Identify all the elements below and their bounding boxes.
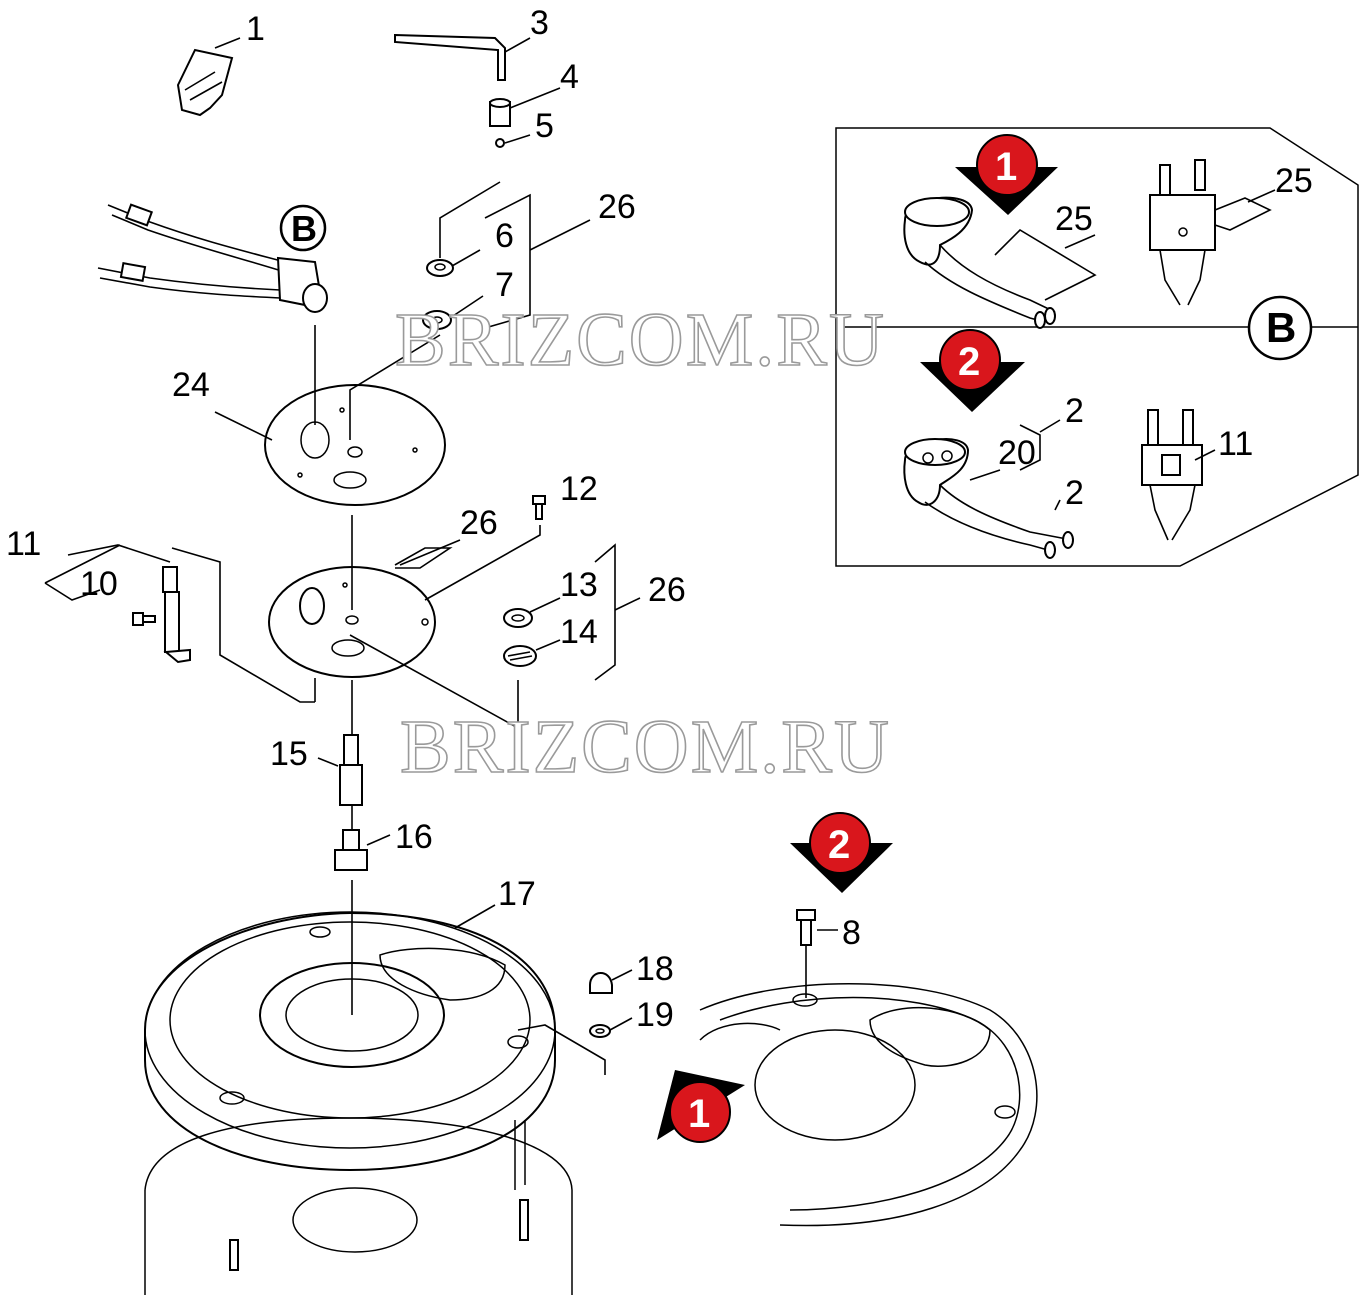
callout-26c: 26 xyxy=(648,571,686,609)
leader-lines xyxy=(44,37,1276,1075)
callout-17: 17 xyxy=(498,875,536,913)
callout-16: 16 xyxy=(395,818,433,856)
callout-15: 15 xyxy=(270,735,308,773)
callout-26b: 26 xyxy=(460,504,498,542)
inset-electrode-variant-2 xyxy=(1141,409,1203,541)
part-7-washer xyxy=(422,310,452,330)
callout-1: 1 xyxy=(246,10,265,48)
callout-12: 12 xyxy=(560,470,598,508)
svg-text:1: 1 xyxy=(688,1092,710,1136)
variant-badge-1-top: 1 xyxy=(955,134,1058,215)
callout-20: 20 xyxy=(998,434,1036,472)
variant-badge-2-bottom: 2 xyxy=(790,812,893,893)
detail-ref-b-left: B xyxy=(279,204,327,252)
callout-4: 4 xyxy=(560,58,579,96)
callout-2-lower: 2 xyxy=(1065,474,1084,512)
part-12-screw xyxy=(532,495,546,520)
svg-text:1: 1 xyxy=(995,145,1017,189)
watermark-lower: BRIZCOM.RU xyxy=(400,705,891,789)
part-17-burner-ring xyxy=(144,911,556,1172)
detail-ref-b-inset: B xyxy=(1247,295,1313,361)
part-26-mounting-plate xyxy=(268,566,436,678)
callout-11-inset: 11 xyxy=(1218,425,1253,463)
part-13-lock-washer xyxy=(503,608,533,628)
callout-26a: 26 xyxy=(598,188,636,226)
callout-13: 13 xyxy=(560,566,598,604)
callout-25-left: 25 xyxy=(1055,200,1093,238)
callout-10: 10 xyxy=(80,565,118,603)
callout-5: 5 xyxy=(535,107,554,145)
callout-14: 14 xyxy=(560,613,598,651)
part-16-fitting xyxy=(334,829,368,871)
part-19-washer xyxy=(589,1024,611,1038)
part-8-bolt xyxy=(796,909,816,946)
inset-electrode-variant-1 xyxy=(1149,159,1216,306)
callout-19: 19 xyxy=(636,996,674,1034)
callout-6: 6 xyxy=(495,217,514,255)
svg-text:2: 2 xyxy=(828,823,850,867)
callout-labels: 1 3 4 5 6 7 26 24 12 26 13 14 26 11 10 1… xyxy=(6,4,1313,1034)
inset-cable-boot-variant-1 xyxy=(903,196,1056,329)
tank-body xyxy=(144,1117,573,1295)
svg-text:B: B xyxy=(1266,304,1296,351)
svg-text:B: B xyxy=(291,208,317,249)
part-6-nut xyxy=(426,259,454,277)
callout-18: 18 xyxy=(636,950,674,988)
callout-3: 3 xyxy=(530,4,549,42)
callout-2-upper: 2 xyxy=(1065,392,1084,430)
callout-7: 7 xyxy=(495,266,514,304)
callout-11: 11 xyxy=(6,525,41,563)
variant-badge-1-bottom: 1 xyxy=(657,1070,745,1143)
callout-8: 8 xyxy=(842,914,861,952)
part-3-hex-key xyxy=(394,33,506,81)
part-11-electrode xyxy=(162,566,191,664)
callout-24: 24 xyxy=(172,366,210,404)
part-14-window xyxy=(503,645,537,667)
part-24-plate xyxy=(264,384,446,506)
svg-text:2: 2 xyxy=(958,340,980,384)
part-10-screw xyxy=(132,612,156,626)
part-18-cap-nut xyxy=(589,972,613,994)
callout-25-right: 25 xyxy=(1275,162,1313,200)
part-1-clip xyxy=(176,48,234,117)
ignition-cable-assembly xyxy=(97,203,328,313)
watermark-upper: BRIZCOM.RU xyxy=(395,298,886,382)
alternate-burner-ring xyxy=(699,983,1038,1227)
part-5-ball xyxy=(495,138,505,148)
part-4-nut xyxy=(489,98,511,127)
inset-cable-boot-variant-2 xyxy=(903,438,1074,559)
part-15-pilot-body xyxy=(339,734,363,806)
variant-badge-2-middle: 2 xyxy=(920,329,1025,412)
